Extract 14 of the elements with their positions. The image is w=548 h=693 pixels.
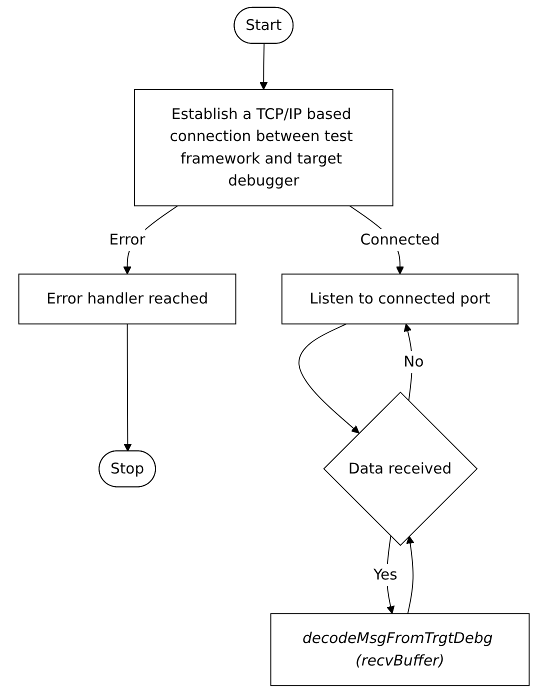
arrow (124, 323, 132, 452)
arrow (298, 323, 360, 434)
arrow (406, 536, 414, 614)
edge-label: Connected (360, 230, 440, 248)
node-box: Establish a TCP/IP based connection between test framework and target debugger (134, 89, 394, 206)
node-box: Error handler reached (18, 274, 236, 324)
node-box: decodeMsgFromTrgtDebg (recvBuffer) (270, 613, 530, 686)
node-diamond: Data received (323, 392, 478, 546)
edge-label: Yes (373, 566, 398, 584)
edge-label: No (404, 352, 424, 370)
node-box: Listen to connected port (281, 274, 518, 324)
arrow (260, 43, 268, 90)
edge-label: Error (109, 230, 146, 248)
arrow (386, 536, 395, 614)
